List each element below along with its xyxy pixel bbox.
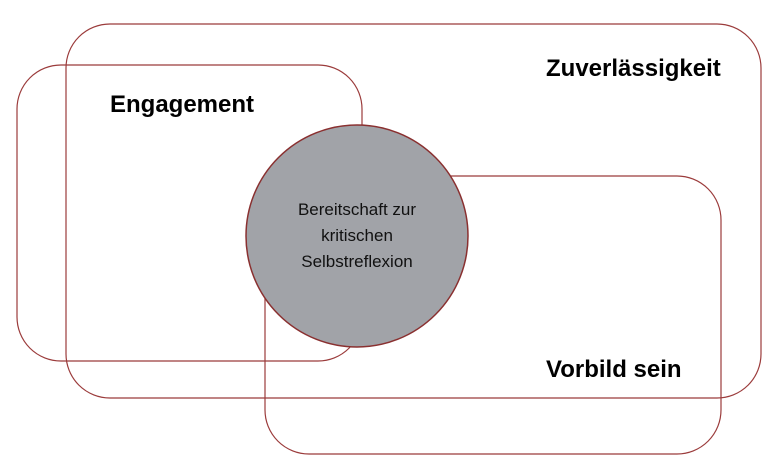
reliability-box: [65, 23, 762, 399]
center-line-1: Bereitschaft zur: [297, 200, 417, 219]
center-line-3: Selbstreflexion: [301, 252, 413, 271]
center-line-2: kritischen: [321, 226, 393, 245]
center-text: Bereitschaft zur kritischen Selbstreflex…: [246, 125, 468, 347]
role-model-label: Vorbild sein: [546, 356, 682, 383]
reliability-label: Zuverlässigkeit: [546, 55, 721, 82]
center-circle: [245, 124, 469, 348]
role-model-box: [264, 175, 722, 455]
engagement-label: Engagement: [110, 91, 255, 118]
